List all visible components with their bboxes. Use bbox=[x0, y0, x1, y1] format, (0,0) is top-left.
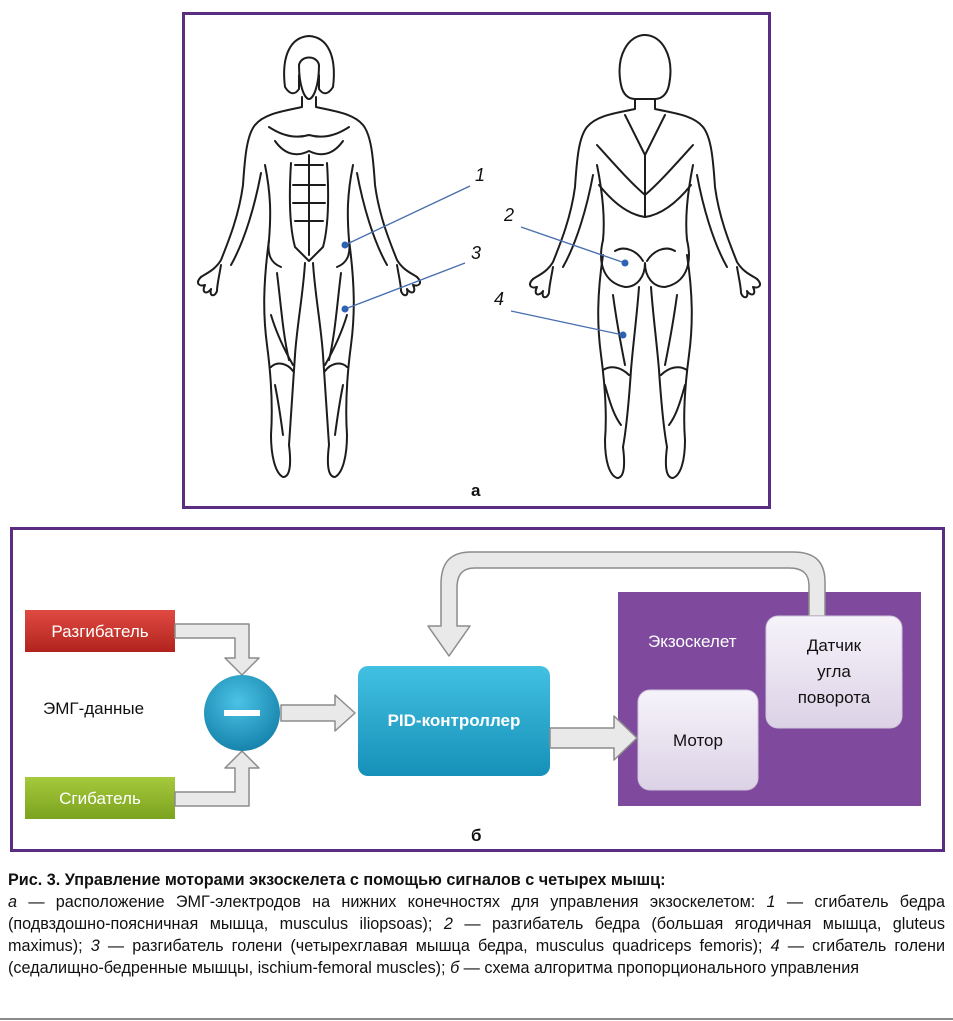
flexor-box bbox=[25, 777, 175, 819]
back-body-figure bbox=[529, 34, 761, 479]
caption-a-text: — расположение ЭМГ-электродов на нижних … bbox=[17, 893, 767, 911]
figure-caption: Рис. 3. Управление моторами экзоскелета … bbox=[8, 869, 945, 979]
comparator-to-controller-arrow bbox=[280, 694, 356, 732]
caption-text-4: — сгибатель голени (седалищно-бедренные … bbox=[8, 937, 945, 977]
electrode-markers: 1 2 3 4 bbox=[341, 165, 629, 339]
caption-num-1: 1 bbox=[766, 893, 776, 911]
extensor-label: Разгибатель bbox=[51, 622, 148, 641]
electrode-2-dot bbox=[621, 259, 629, 267]
feedback-arrow bbox=[427, 551, 826, 657]
motor-label: Мотор bbox=[673, 731, 723, 750]
caption-b-letter: б bbox=[450, 959, 460, 977]
bottom-divider bbox=[0, 1018, 953, 1020]
panel-b-control-scheme: Экзоскелет Датчик угла поворота Мотор Ра… bbox=[10, 527, 945, 852]
marker-3-label: 3 bbox=[471, 243, 481, 263]
panel-b-letter: б bbox=[471, 826, 482, 845]
caption-title: Рис. 3. Управление моторами экзоскелета … bbox=[8, 871, 666, 889]
marker-4-label: 4 bbox=[494, 289, 504, 309]
sensor-label-line2: угла bbox=[817, 662, 851, 681]
extensor-box bbox=[25, 610, 175, 652]
emg-data-label: ЭМГ-данные bbox=[43, 699, 144, 718]
front-body-figure bbox=[197, 35, 421, 478]
sensor-label-line3: поворота bbox=[798, 688, 871, 707]
electrode-1-dot bbox=[341, 241, 349, 249]
panel-a-electrode-placement: 1 2 3 4 а bbox=[182, 12, 771, 509]
controller-to-motor-arrow bbox=[549, 715, 638, 761]
panel-a-letter: а bbox=[471, 481, 481, 500]
electrode-4-dot bbox=[619, 331, 627, 339]
extensor-arrow bbox=[174, 623, 260, 676]
caption-body: а — расположение ЭМГ-электродов на нижни… bbox=[8, 891, 945, 979]
caption-text-1: — сгибатель бедра (подвздошно-поясничная… bbox=[8, 893, 945, 933]
caption-a-letter: а bbox=[8, 893, 18, 911]
marker-2-label: 2 bbox=[503, 205, 514, 225]
motor-box bbox=[637, 689, 759, 791]
caption-num-3: 3 bbox=[90, 937, 100, 955]
caption-num-2: 2 bbox=[443, 915, 453, 933]
minus-sign-icon bbox=[224, 710, 260, 716]
angle-sensor-box bbox=[765, 615, 903, 729]
pid-controller-label: PID-контроллер bbox=[388, 711, 521, 730]
body-figures: 1 2 3 4 bbox=[197, 34, 761, 479]
caption-b-text: — схема алгоритма пропорционального упра… bbox=[459, 959, 860, 977]
flexor-label: Сгибатель bbox=[59, 789, 141, 808]
pid-controller-box bbox=[358, 666, 550, 776]
sensor-label-line1: Датчик bbox=[807, 636, 862, 655]
marker-1-label: 1 bbox=[475, 165, 485, 185]
control-diagram: Экзоскелет Датчик угла поворота Мотор Ра… bbox=[25, 551, 921, 819]
electrode-3-dot bbox=[341, 305, 349, 313]
flexor-arrow bbox=[174, 750, 260, 807]
exoskeleton-label: Экзоскелет bbox=[648, 632, 737, 651]
caption-text-3: — разгибатель голени (четырехглавая мышц… bbox=[99, 937, 771, 955]
caption-text-2: — разгибатель бедра (большая ягодичная м… bbox=[8, 915, 945, 955]
caption-num-4: 4 bbox=[770, 937, 780, 955]
